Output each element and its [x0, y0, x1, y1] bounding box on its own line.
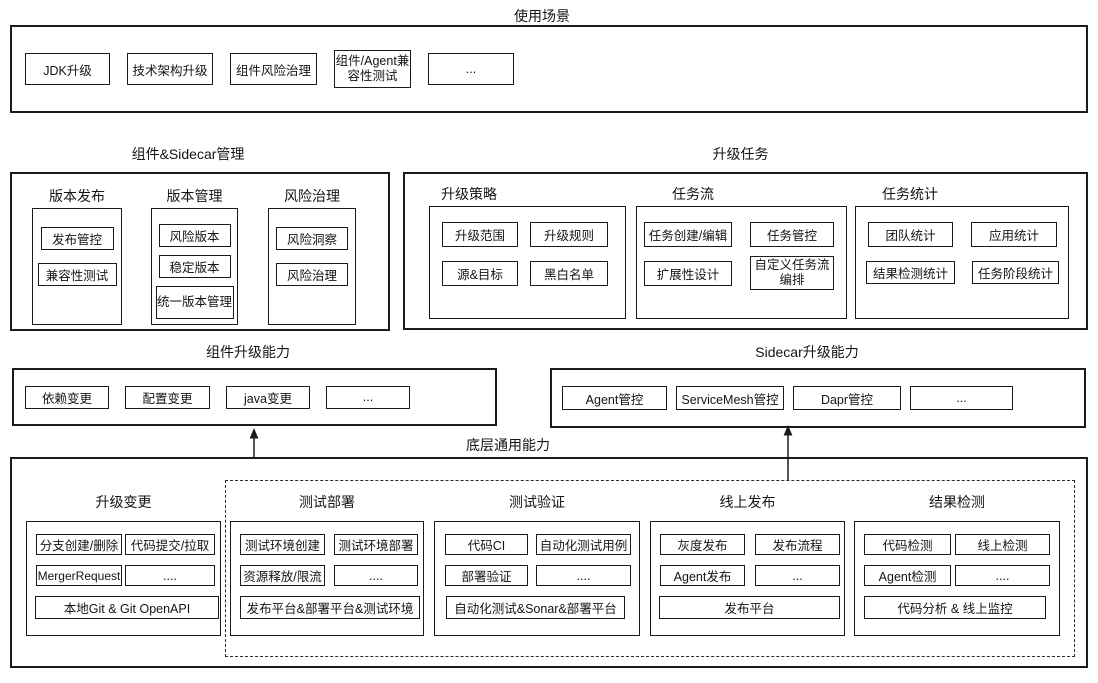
capability-item: Agent发布: [660, 565, 745, 586]
group-version-release: 发布管控 兼容性测试: [32, 208, 122, 325]
component-upgrade-title: 组件升级能力: [206, 344, 290, 360]
capability-item: 应用统计: [971, 222, 1057, 247]
base-capabilities-panel: 升级变更 分支创建/删除 代码提交/拉取 MergerRequest .... …: [10, 457, 1088, 668]
upgrade-tasks-panel: 升级策略 升级范围 升级规则 源&目标 黑白名单 任务流 任务创建/编辑 任务管…: [403, 172, 1088, 330]
capability-footer: 代码分析 & 线上监控: [864, 596, 1046, 619]
capability-item: 部署验证: [445, 565, 528, 586]
pipeline-dashed-group: [225, 480, 1075, 657]
group-title-task-stats: 任务统计: [882, 186, 938, 202]
scenario-item: 组件风险治理: [230, 53, 317, 85]
capability-item: 线上检测: [955, 534, 1050, 555]
capability-item: ...: [326, 385, 410, 409]
group-task-flow: 任务创建/编辑 任务管控 扩展性设计 自定义任务流编排: [636, 206, 847, 319]
capability-item: ....: [536, 565, 631, 586]
group-task-stats: 团队统计 应用统计 结果检测统计 任务阶段统计: [855, 206, 1069, 319]
capability-item: 任务阶段统计: [972, 261, 1059, 284]
capability-item: 代码CI: [445, 534, 528, 555]
group-title-version-release: 版本发布: [49, 188, 105, 204]
capability-item: 分支创建/删除: [36, 534, 122, 555]
capability-item: 代码检测: [864, 534, 951, 555]
group-risk-governance: 风险洞察 风险治理: [268, 208, 356, 325]
capability-item: ....: [955, 565, 1050, 586]
group-title-online-release: 线上发布: [719, 494, 776, 510]
capability-item: ServiceMesh管控: [676, 386, 784, 410]
scenarios-panel: JDK升级 技术架构升级 组件风险治理 组件/Agent兼容性测试 ...: [10, 25, 1088, 113]
capability-item: Agent检测: [864, 565, 951, 586]
group-test-verify: 代码CI 自动化测试用例 部署验证 .... 自动化测试&Sonar&部署平台: [434, 521, 640, 636]
component-sidecar-mgmt-title: 组件&Sidecar管理: [131, 146, 245, 162]
capability-item: 自动化测试用例: [536, 534, 631, 555]
group-result-detect: 代码检测 线上检测 Agent检测 .... 代码分析 & 线上监控: [854, 521, 1060, 636]
capability-item: 团队统计: [868, 222, 953, 247]
group-title-upgrade-strategy: 升级策略: [441, 186, 497, 202]
group-test-deploy: 测试环境创建 测试环境部署 资源释放/限流 .... 发布平台&部署平台&测试环…: [230, 521, 424, 636]
capability-item: 发布流程: [755, 534, 840, 555]
capability-item: 兼容性测试: [37, 263, 117, 286]
capability-item: 配置变更: [125, 385, 210, 409]
capability-item: ...: [910, 386, 1013, 410]
capability-footer: 自动化测试&Sonar&部署平台: [446, 596, 625, 619]
capability-item: 测试环境部署: [334, 534, 418, 555]
scenario-item: 组件/Agent兼容性测试: [334, 50, 411, 88]
group-title-task-flow: 任务流: [672, 186, 714, 202]
upgrade-tasks-title: 升级任务: [712, 146, 769, 162]
capability-item: 扩展性设计: [644, 260, 732, 286]
group-title-test-deploy: 测试部署: [299, 494, 355, 510]
group-online-release: 灰度发布 发布流程 Agent发布 ... 发布平台: [650, 521, 845, 636]
scenarios-title: 使用场景: [514, 8, 570, 24]
capability-footer: 本地Git & Git OpenAPI: [35, 596, 219, 619]
capability-item: 任务创建/编辑: [644, 222, 732, 247]
capability-item: Agent管控: [562, 386, 667, 410]
group-upgrade-strategy: 升级范围 升级规则 源&目标 黑白名单: [429, 206, 626, 319]
capability-item: 自定义任务流编排: [750, 256, 834, 290]
capability-item: java变更: [226, 385, 310, 409]
capability-item: 升级范围: [442, 222, 518, 247]
capability-footer: 发布平台&部署平台&测试环境: [240, 596, 420, 619]
arrow-up-to-component-upgrade-icon: [249, 428, 259, 459]
capability-item: 代码提交/拉取: [125, 534, 215, 555]
scenario-item: JDK升级: [25, 53, 110, 85]
capability-item: MergerRequest: [36, 565, 122, 586]
group-title-version-mgmt: 版本管理: [166, 188, 223, 204]
capability-item: 升级规则: [530, 222, 608, 247]
capability-item: ....: [125, 565, 215, 586]
group-upgrade-change: 分支创建/删除 代码提交/拉取 MergerRequest .... 本地Git…: [26, 521, 221, 636]
arrow-up-to-sidecar-upgrade-icon: [783, 425, 793, 480]
group-title-test-verify: 测试验证: [509, 494, 565, 510]
capability-footer: 发布平台: [659, 596, 840, 619]
capability-item: 依赖变更: [25, 385, 109, 409]
capability-item: 资源释放/限流: [240, 565, 325, 586]
capability-item: 风险洞察: [276, 227, 348, 250]
capability-item: 源&目标: [442, 261, 518, 286]
capability-item: 任务管控: [750, 222, 834, 247]
sidecar-upgrade-panel: Agent管控 ServiceMesh管控 Dapr管控 ...: [550, 368, 1086, 428]
capability-item: ...: [755, 565, 840, 586]
capability-item: 风险治理: [276, 263, 348, 286]
group-title-upgrade-change: 升级变更: [95, 494, 152, 510]
capability-item: 结果检测统计: [866, 261, 955, 284]
capability-item: 发布管控: [40, 227, 114, 250]
group-title-risk-governance: 风险治理: [284, 188, 340, 204]
component-sidecar-mgmt-panel: 版本发布 发布管控 兼容性测试 版本管理 风险版本 稳定版本 统一版本管理 风险…: [10, 172, 390, 331]
component-upgrade-panel: 依赖变更 配置变更 java变更 ...: [12, 368, 497, 426]
base-capabilities-title: 底层通用能力: [466, 437, 550, 453]
scenario-item: 技术架构升级: [127, 53, 213, 85]
capability-item: 统一版本管理: [155, 286, 234, 319]
scenario-item: ...: [428, 53, 514, 85]
capability-item: 测试环境创建: [240, 534, 325, 555]
group-version-mgmt: 风险版本 稳定版本 统一版本管理: [151, 208, 238, 325]
capability-item: 稳定版本: [158, 255, 231, 278]
capability-item: 黑白名单: [530, 261, 608, 286]
capability-item: Dapr管控: [793, 386, 901, 410]
sidecar-upgrade-title: Sidecar升级能力: [755, 344, 859, 360]
capability-item: ....: [334, 565, 418, 586]
capability-item: 灰度发布: [660, 534, 745, 555]
capability-item: 风险版本: [158, 224, 231, 247]
group-title-result-detect: 结果检测: [929, 494, 985, 510]
